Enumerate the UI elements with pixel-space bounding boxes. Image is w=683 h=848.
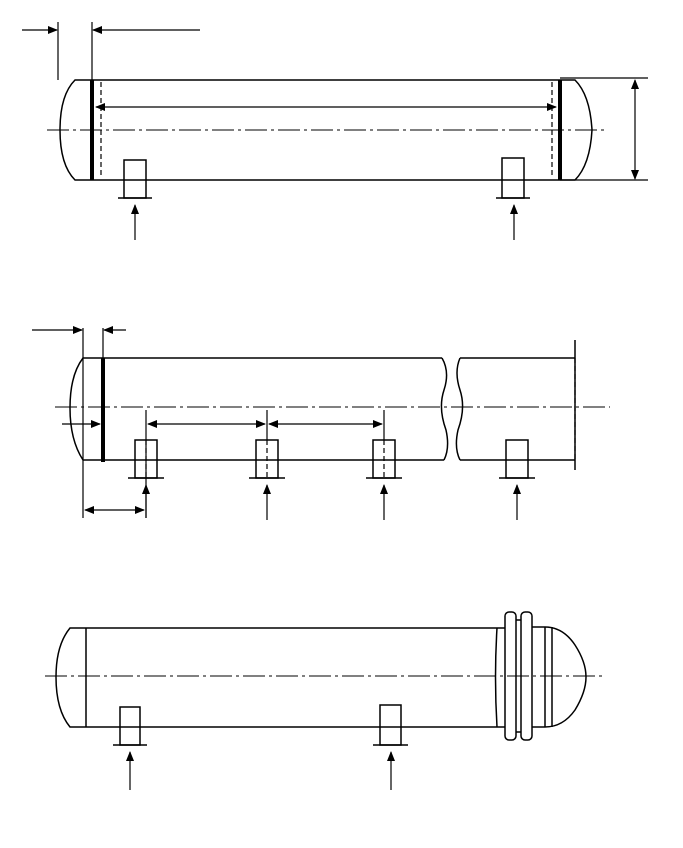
diagram-3-vessel — [45, 611, 602, 790]
d1-right-head — [560, 79, 593, 181]
d3-right-head — [544, 626, 587, 728]
d2-break-right — [455, 357, 464, 461]
d3-support-left — [113, 706, 147, 790]
d3-left-head — [55, 627, 86, 728]
d3-flange-assembly — [494, 611, 587, 741]
d2-left-head — [69, 357, 103, 461]
diagram-2-vessel — [32, 326, 610, 520]
d2-support-3 — [366, 439, 402, 520]
d2-break-left — [440, 357, 449, 461]
d1-left-head — [59, 79, 92, 181]
d1-support-left — [118, 159, 152, 240]
d2-support-1 — [128, 439, 164, 518]
d2-support-2 — [249, 439, 285, 520]
d3-support-right — [373, 704, 408, 790]
diagram-1-vessel — [22, 22, 648, 240]
d1-support-right — [496, 157, 530, 240]
d2-support-4 — [499, 439, 535, 520]
